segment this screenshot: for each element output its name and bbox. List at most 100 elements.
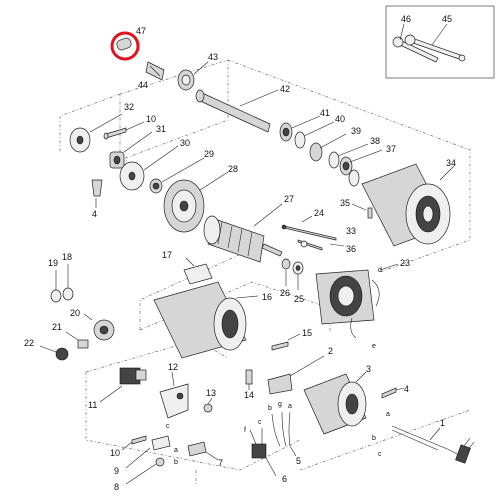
- label-47: 47: [136, 26, 146, 36]
- label-44: 44: [138, 80, 148, 90]
- label-15: 15: [302, 328, 312, 338]
- label-20: 20: [70, 308, 80, 318]
- label-2-upper: 2: [328, 346, 333, 356]
- part-7-terminal: [187, 441, 219, 461]
- label-25: 25: [294, 294, 304, 304]
- label-7: 7: [218, 458, 223, 468]
- sub-c-cord: c: [378, 451, 382, 458]
- label-3: 3: [366, 364, 371, 374]
- sub-b-switch: b: [174, 459, 178, 466]
- bearing-group-right: [279, 115, 383, 187]
- part-35-screw: [351, 203, 373, 219]
- part-14-bolt: [245, 369, 253, 390]
- label-13: 13: [206, 388, 216, 398]
- part-10-screw-lower: [121, 435, 147, 451]
- part-34-front-housing: [361, 163, 455, 247]
- label-17: 17: [162, 250, 172, 260]
- part-11-switch: [99, 367, 147, 403]
- label-21: 21: [52, 322, 62, 332]
- part-13-screw: [203, 397, 213, 413]
- label-14: 14: [244, 390, 254, 400]
- label-19: 19: [48, 258, 58, 268]
- label-39: 39: [351, 126, 361, 136]
- part-20-brush-holder: [83, 313, 115, 341]
- label-43: 43: [208, 52, 218, 62]
- label-11: 11: [88, 400, 97, 410]
- label-23: 23: [400, 258, 410, 268]
- part-22-brush-cap: [39, 345, 69, 361]
- label-31: 31: [156, 124, 166, 134]
- label-16: 16: [262, 292, 272, 302]
- label-26: 26: [280, 288, 290, 298]
- part-44-collet: [145, 61, 165, 81]
- label-45: 45: [442, 14, 452, 24]
- label-22: 22: [24, 338, 34, 348]
- label-27: 27: [284, 194, 294, 204]
- part-15-screw: [271, 333, 301, 351]
- label-1: 1: [440, 418, 445, 428]
- label-46: 46: [401, 14, 411, 24]
- part-4-bolt-lower: [381, 387, 405, 399]
- label-37: 37: [386, 144, 396, 154]
- label-9: 9: [114, 466, 119, 476]
- part-6-capacitor: [249, 428, 277, 477]
- part-43-nut: [177, 61, 209, 91]
- label-29: 29: [204, 149, 214, 159]
- label-28: 28: [228, 164, 238, 174]
- part-32-washer: [69, 113, 123, 153]
- part-9-clamp: [125, 435, 171, 469]
- part-25-26-bushing: [281, 258, 304, 290]
- sub-b-cord: b: [372, 435, 376, 442]
- label-4-upper: 4: [92, 209, 97, 219]
- label-42: 42: [280, 84, 290, 94]
- part-12-switch-bracket: [159, 371, 189, 419]
- label-4-lower: 4: [404, 384, 409, 394]
- label-40: 40: [335, 114, 345, 124]
- sub-a-cord: a: [386, 411, 390, 418]
- label-35: 35: [340, 198, 350, 208]
- label-5: 5: [296, 456, 301, 466]
- label-8: 8: [114, 482, 119, 492]
- part-1-power-cord: [391, 425, 475, 464]
- sub-c-switch: c: [166, 423, 170, 430]
- sub-f: f: [244, 427, 246, 434]
- label-36: 36: [346, 244, 356, 254]
- label-6: 6: [282, 474, 287, 484]
- label-10-lower: 10: [110, 448, 120, 458]
- label-32: 32: [124, 102, 134, 112]
- sub-a-5: a: [288, 403, 292, 410]
- sub-g-5: g: [278, 401, 282, 408]
- part-18-19-washers: [50, 264, 74, 303]
- part-4-bolt-upper: [91, 179, 103, 208]
- sub-d: d: [378, 267, 382, 274]
- label-10-upper: 10: [146, 114, 156, 124]
- part-30-flange: [119, 145, 179, 191]
- part-17-label-plate: [183, 257, 213, 285]
- part-2-strain-relief: [267, 355, 325, 395]
- label-30: 30: [180, 138, 190, 148]
- part-21-brush: [65, 331, 89, 349]
- label-34: 34: [446, 158, 456, 168]
- label-33: 33: [346, 226, 356, 236]
- part-10-screw: [103, 121, 145, 140]
- sub-c-6: c: [258, 419, 262, 426]
- part-16-motor-housing: [153, 281, 259, 359]
- part-27-armature: [203, 203, 283, 263]
- label-24: 24: [314, 208, 324, 218]
- part-8-screw: [125, 457, 165, 485]
- part-31-sleeve: [109, 131, 153, 169]
- part-5-wire-leads: [271, 411, 297, 457]
- part-42-armature-shaft: [195, 89, 279, 133]
- sub-e: e: [372, 343, 376, 350]
- label-38: 38: [370, 136, 380, 146]
- label-41: 41: [320, 108, 330, 118]
- wrench-inset: [385, 5, 495, 79]
- part-47-key: [110, 31, 140, 61]
- part-23-field-coil: [315, 263, 399, 339]
- part-24-33-36-rods: [281, 215, 345, 251]
- part-28-fan: [163, 171, 229, 233]
- label-18: 18: [62, 252, 72, 262]
- part-3-rear-cover: [303, 371, 367, 435]
- label-12: 12: [168, 362, 178, 372]
